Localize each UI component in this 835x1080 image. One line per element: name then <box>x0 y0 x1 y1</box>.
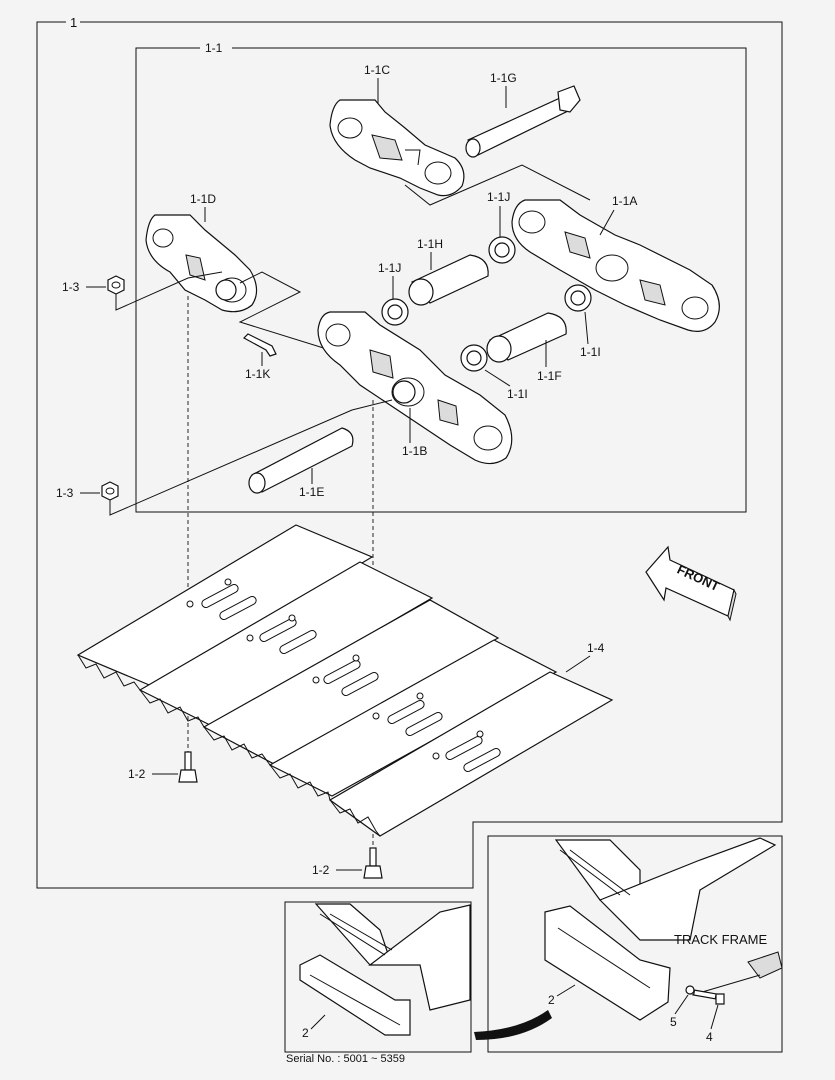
label-pin-1-1g: 1-1G <box>490 71 517 85</box>
inset-right <box>487 835 783 1053</box>
inset-left <box>284 901 472 1053</box>
front-arrow-icon <box>645 545 737 622</box>
link-1-1c <box>329 99 465 197</box>
label-washer: 5 <box>670 1015 677 1029</box>
link-1-1d <box>145 214 258 313</box>
bushing-1-1h <box>408 254 489 306</box>
serial-number: Serial No. : 5001 ~ 5359 <box>286 1053 405 1065</box>
label-link-1-1d: 1-1D <box>190 192 216 206</box>
label-key-1-1k: 1-1K <box>245 367 270 381</box>
seal-1-1j-top <box>488 236 516 264</box>
label-nut-bottom: 1-3 <box>56 486 74 500</box>
key-1-1k <box>243 333 277 357</box>
bolt-bottom <box>363 847 383 879</box>
label-sub-assy: 1-1 <box>205 41 223 55</box>
label-seal-1-1i-right: 1-1I <box>580 345 601 359</box>
label-shoes-1-4: 1-4 <box>587 641 605 655</box>
label-link-1-1c: 1-1C <box>364 63 390 77</box>
inner-frame <box>135 47 747 513</box>
label-bolt-guard: 4 <box>706 1030 713 1044</box>
outer-frame <box>36 21 783 889</box>
label-guard-left: 2 <box>302 1026 309 1040</box>
label-seal-1-1i-mid: 1-1I <box>507 387 528 401</box>
bushing-1-1f <box>486 312 567 363</box>
label-track-frame: TRACK FRAME <box>674 932 768 947</box>
label-guard-right: 2 <box>548 993 555 1007</box>
link-1-1b <box>317 311 513 465</box>
seal-1-1i-right <box>564 284 592 312</box>
seal-1-1i-mid <box>460 344 488 372</box>
label-pin-1-1e: 1-1E <box>299 485 324 499</box>
callout-arrow-icon <box>474 1010 552 1040</box>
track-shoes-1-4 <box>76 524 614 837</box>
pin-1-1e <box>248 427 354 494</box>
label-bolt-bottom: 1-2 <box>312 863 330 877</box>
label-assy: 1 <box>70 15 77 30</box>
label-link-1-1a: 1-1A <box>612 194 637 208</box>
nut-bottom <box>101 481 119 501</box>
seal-1-1j-left <box>381 298 409 326</box>
label-bushing-1-1h: 1-1H <box>417 237 443 251</box>
label-seal-1-1j-left: 1-1J <box>378 261 401 275</box>
bolt-mid <box>178 751 198 783</box>
label-bushing-1-1f: 1-1F <box>537 369 562 383</box>
label-bolt-mid: 1-2 <box>128 767 146 781</box>
label-nut-top: 1-3 <box>62 280 80 294</box>
label-seal-1-1j-top: 1-1J <box>487 190 510 204</box>
pin-1-1g <box>465 85 581 158</box>
nut-top <box>107 275 125 295</box>
link-1-1a <box>511 199 720 332</box>
label-link-1-1b: 1-1B <box>402 444 427 458</box>
